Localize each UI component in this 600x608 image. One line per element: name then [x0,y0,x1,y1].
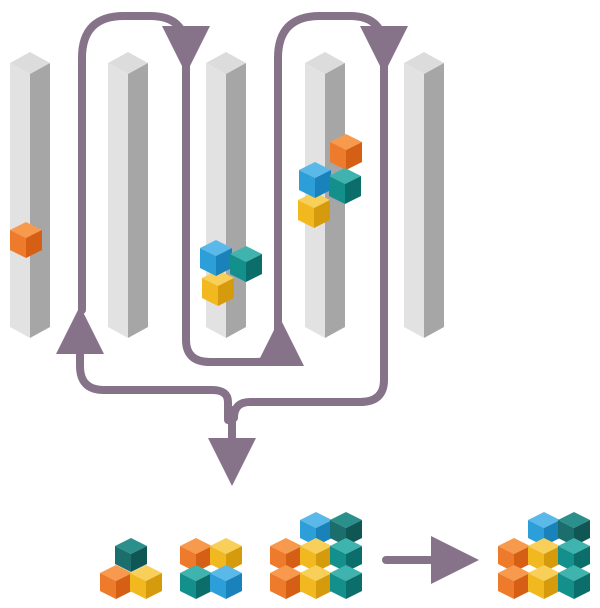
cluster-1 [100,538,162,599]
cluster-4-result [498,512,590,599]
pillar-cubes [10,134,362,306]
pillar-2 [108,52,148,338]
cube-teal-pillar3 [230,246,262,282]
pillar-1 [10,52,50,338]
arrows [56,12,479,584]
cluster-2 [180,538,242,599]
cube-orange-pillar1 [10,222,42,258]
bottom-clusters [100,512,590,599]
cube-yellow-pillar3 [202,270,234,306]
top-loop-left-arrow [78,12,210,314]
cube-teal-pillar4 [329,168,361,204]
cluster-3 [270,512,362,599]
lower-loop-arrow [182,58,304,367]
pillar-5 [404,52,444,338]
pillars [10,52,444,338]
cube-orange-pillar4 [330,134,362,170]
cube-yellow-pillar4 [298,192,330,228]
top-loop-right-arrow [274,12,408,334]
cube-blue-pillar4 [299,162,331,198]
cube-blue-pillar3 [200,240,232,276]
bottom-left-return-arrow [56,306,232,424]
